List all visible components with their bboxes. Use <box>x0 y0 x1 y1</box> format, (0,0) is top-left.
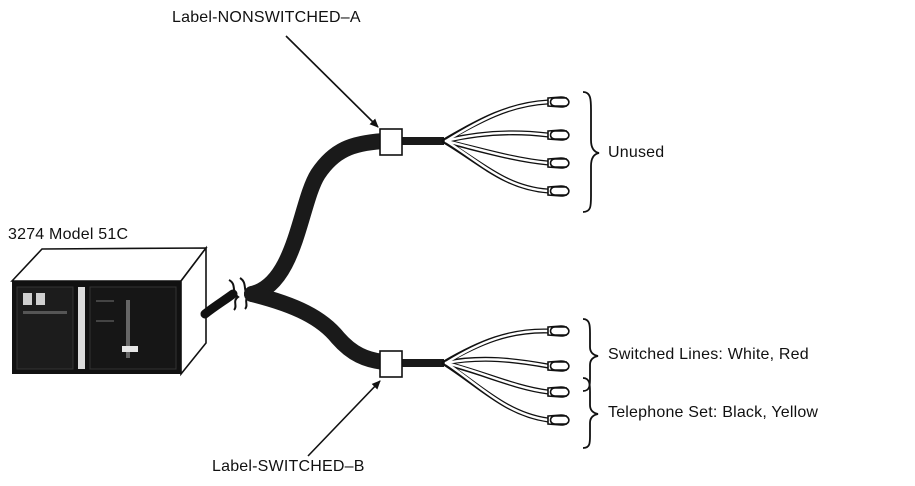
controller-unit-3274 <box>10 245 208 377</box>
upper-spade-lugs <box>547 96 570 197</box>
lower-spade-lugs <box>547 325 570 426</box>
brace-switched-lines <box>582 318 599 392</box>
cable-tag-switched <box>379 350 403 378</box>
telephone-set-label: Telephone Set: Black, Yellow <box>608 404 819 421</box>
brace-telephone-set <box>582 377 599 449</box>
lower-fanout-wires <box>441 328 551 423</box>
device-label: 3274 Model 51C <box>8 226 129 243</box>
unused-label: Unused <box>608 144 665 161</box>
brace-unused <box>582 91 600 213</box>
label-switched-b: Label-SWITCHED–B <box>212 458 365 475</box>
leader-arrow-switched <box>307 380 381 457</box>
upper-fanout-wires <box>441 99 551 194</box>
leader-arrow-nonswitched <box>285 35 379 128</box>
cable-tag-nonswitched <box>379 128 403 156</box>
upper-cable-branch <box>244 133 392 302</box>
lower-cable-branch <box>244 286 392 370</box>
label-nonswitched-a: Label-NONSWITCHED–A <box>172 9 361 26</box>
switched-lines-label: Switched Lines: White, Red <box>608 346 809 363</box>
